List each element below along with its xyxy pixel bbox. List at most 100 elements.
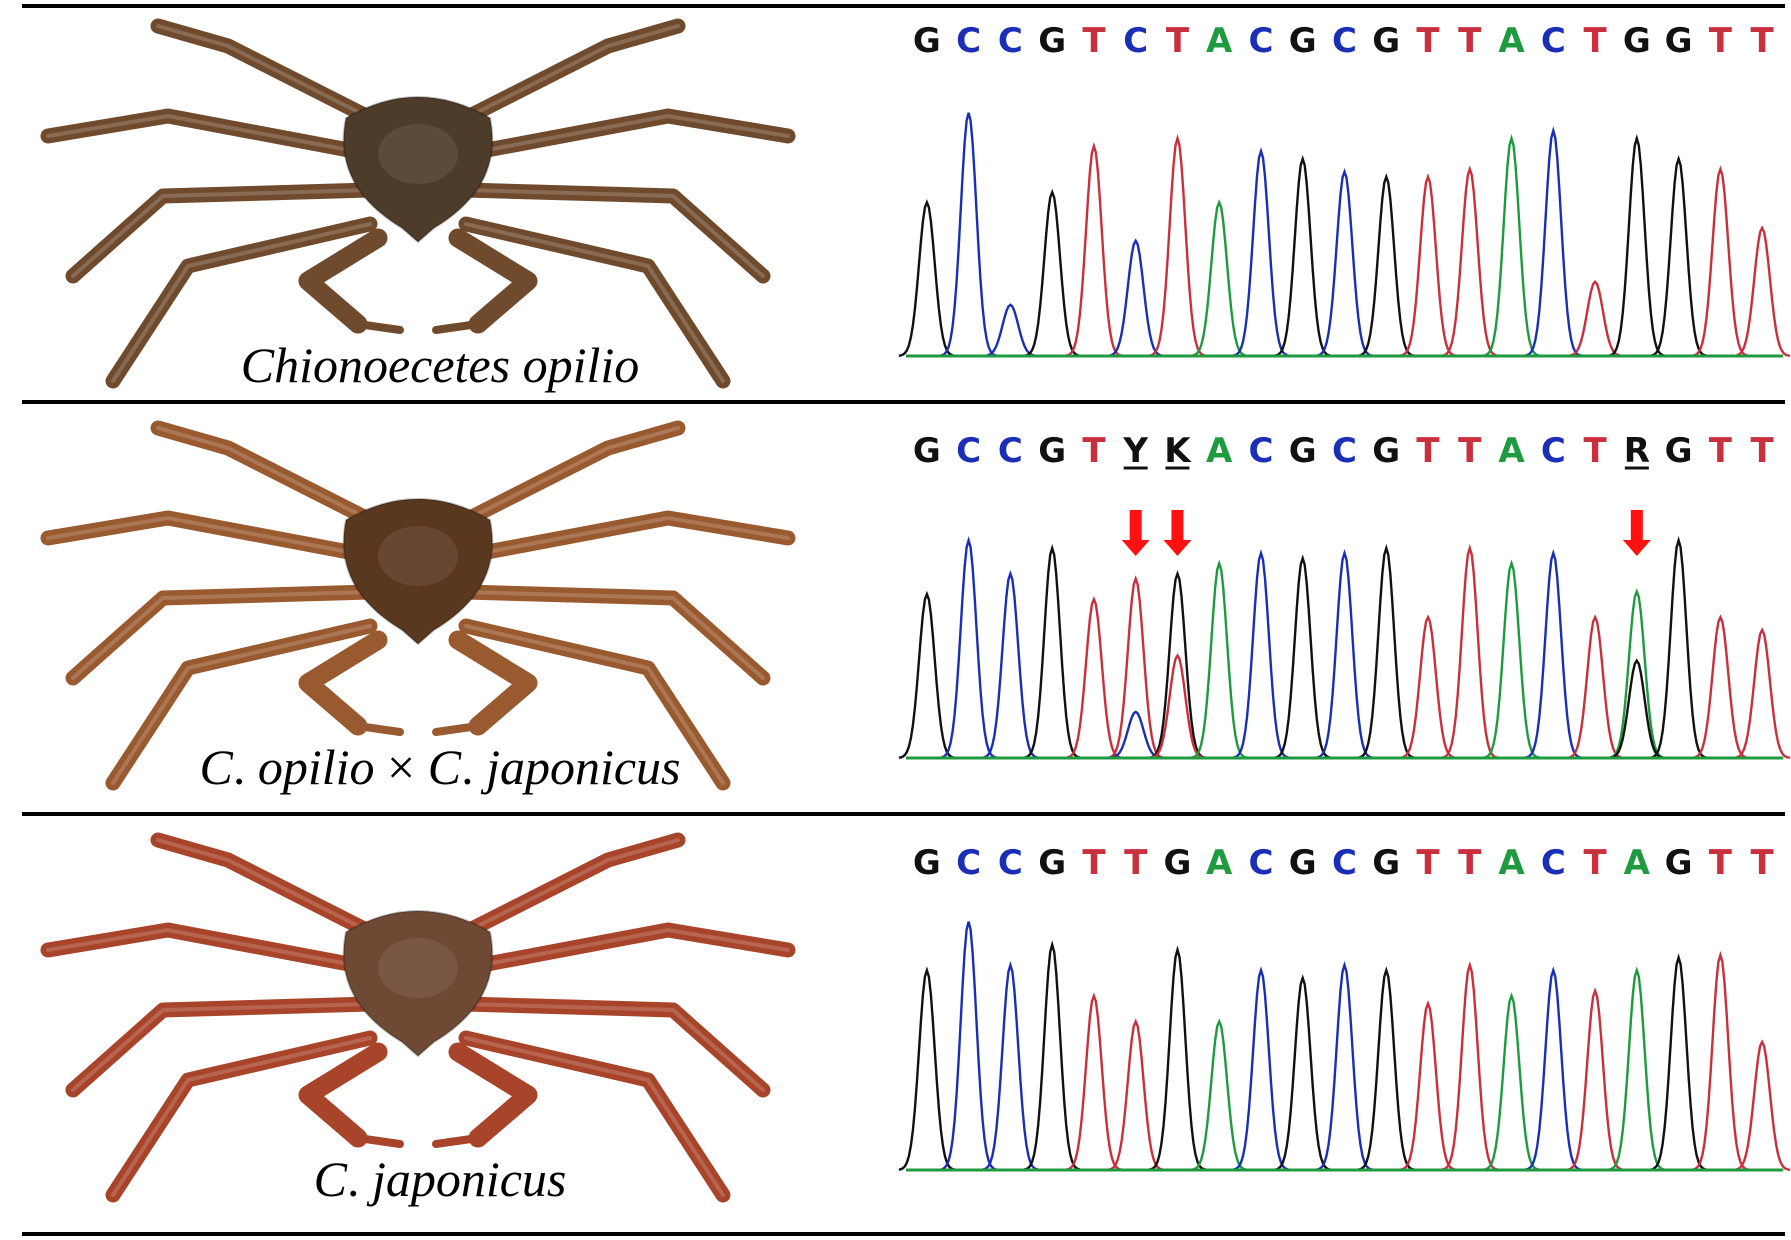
base-2-15: A <box>1498 431 1525 471</box>
peak-1-11 <box>1316 167 1373 357</box>
crab-2-claw-left <box>354 722 404 736</box>
peak-1-7 <box>1149 134 1206 357</box>
crab-2-leg-right-4 <box>458 618 731 791</box>
crab-2-leg-right-2 <box>458 510 796 564</box>
crab-3-leg-left-1 <box>150 832 378 940</box>
peak-3-13 <box>1399 1000 1457 1171</box>
crab-3-leg-left-2 <box>40 922 378 976</box>
base-1-4: G <box>1038 21 1066 61</box>
crab-2-leg-left-1 <box>150 420 378 528</box>
crab-1-leg-left-2 <box>40 108 378 162</box>
peak-secondary-2-18 <box>1608 658 1665 759</box>
peak-1-10 <box>1274 154 1331 357</box>
peak-3-14 <box>1441 961 1499 1171</box>
base-1-16: C <box>1541 21 1566 61</box>
base-2-6: Y <box>1122 431 1148 471</box>
base-3-9: C <box>1248 843 1273 883</box>
panel-dividers <box>22 4 1785 1236</box>
crab-1-cheliped-left <box>298 228 388 334</box>
peak-2-14 <box>1441 543 1499 759</box>
crab-1-leg-highlight-left-1 <box>156 24 372 120</box>
species-label-2-part-0: C <box>199 739 233 795</box>
chromatogram-3 <box>898 921 1791 1172</box>
crab-3-cheliped-right <box>448 1042 538 1148</box>
heterozygous-arrow-2-3 <box>1622 510 1651 556</box>
base-2-2: C <box>956 431 981 471</box>
base-1-12: G <box>1372 21 1400 61</box>
peak-1-9 <box>1232 147 1290 357</box>
crab-1-leg-highlight-right-3 <box>464 188 765 278</box>
species-label-2-part-5: . <box>461 739 486 795</box>
peak-3-3 <box>982 961 1039 1171</box>
peak-3-1 <box>898 966 956 1171</box>
peak-3-18 <box>1608 966 1666 1171</box>
peak-1-20 <box>1692 165 1749 357</box>
base-3-16: C <box>1541 843 1566 883</box>
base-1-1: G <box>913 21 941 61</box>
crab-1-leg-right-4 <box>458 216 731 389</box>
crab-3-leg-left-3 <box>65 996 378 1098</box>
peak-1-4 <box>1024 188 1081 357</box>
crab-2-leg-highlight-left-3 <box>71 590 372 680</box>
crab-2-leg-highlight-right-2 <box>464 515 790 558</box>
base-3-14: T <box>1458 843 1482 883</box>
crab-1-claw-right <box>432 320 482 334</box>
crab-2-leg-highlight-right-3 <box>464 590 765 680</box>
crab-3-leg-right-2 <box>458 922 796 976</box>
crab-2-leg-left-3 <box>65 584 378 686</box>
peak-3-19 <box>1650 953 1707 1171</box>
peak-3-2 <box>940 921 997 1171</box>
base-3-11: C <box>1332 843 1357 883</box>
crab-2-claw-right <box>432 722 482 736</box>
crab-2-cheliped-left <box>298 630 388 736</box>
base-1-17: T <box>1583 21 1607 61</box>
peak-2-3 <box>982 569 1039 759</box>
peak-1-16 <box>1525 126 1582 357</box>
peak-3-8 <box>1190 1018 1248 1171</box>
species-label-1: Chionoecetes opilio <box>241 337 640 393</box>
crab-1-leg-highlight-right-2 <box>464 113 790 156</box>
base-2-3: C <box>998 431 1023 471</box>
heterozygous-arrow-2-1 <box>1121 510 1150 556</box>
base-1-15: A <box>1498 21 1525 61</box>
crab-2-carapace <box>342 498 494 646</box>
base-3-6: T <box>1124 843 1148 883</box>
peak-2-12 <box>1358 543 1415 759</box>
crab-2-leg-highlight-left-4 <box>111 624 372 785</box>
base-2-14: T <box>1458 431 1482 471</box>
crab-2-cheliped-right <box>448 630 538 736</box>
peak-1-14 <box>1441 165 1499 357</box>
peak-3-7 <box>1149 945 1206 1171</box>
crab-2-leg-right-3 <box>458 584 771 686</box>
peak-3-5 <box>1065 992 1123 1171</box>
peak-3-12 <box>1358 966 1415 1171</box>
base-2-10: G <box>1289 431 1317 471</box>
crab-3-leg-right-3 <box>458 996 771 1098</box>
peak-2-2 <box>940 536 997 759</box>
crab-3-leg-highlight-left-4 <box>111 1036 372 1197</box>
base-2-7: K <box>1164 431 1192 471</box>
base-1-21: T <box>1751 21 1775 61</box>
peak-2-15 <box>1483 559 1540 759</box>
crab-2-leg-left-2 <box>40 510 378 564</box>
peak-3-11 <box>1316 961 1373 1171</box>
species-label-2-part-2: opilio <box>258 739 375 795</box>
peak-3-15 <box>1483 992 1540 1171</box>
base-2-19: G <box>1665 431 1693 471</box>
base-3-19: G <box>1665 843 1693 883</box>
base-3-15: A <box>1498 843 1525 883</box>
crab-3-leg-highlight-left-1 <box>156 838 372 934</box>
crab-specimen-3 <box>40 832 796 1203</box>
base-3-7: G <box>1163 843 1191 883</box>
peak-2-10 <box>1274 554 1331 759</box>
peak-1-17 <box>1566 279 1624 358</box>
peak-2-4 <box>1023 543 1081 759</box>
peak-1-5 <box>1065 141 1123 357</box>
crab-3-leg-highlight-left-2 <box>46 927 372 970</box>
species-label-2: C. opilio × C. japonicus <box>199 739 680 795</box>
base-3-13: T <box>1416 843 1440 883</box>
chromatogram-2 <box>898 536 1791 760</box>
peak-2-16 <box>1525 549 1582 759</box>
